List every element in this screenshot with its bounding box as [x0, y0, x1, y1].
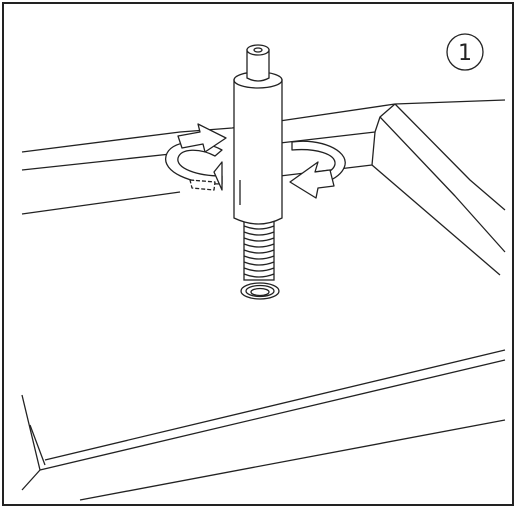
- right-rail-edge: [379, 116, 506, 253]
- left-rail-inner: [29, 424, 46, 466]
- front-rail-inner: [44, 349, 506, 461]
- screw-hole: [240, 282, 280, 300]
- right-rail-top: [394, 103, 506, 211]
- back-rail-front-edge-right: [279, 103, 396, 144]
- right-rail-inner: [371, 164, 501, 276]
- circled-number-icon: [446, 33, 484, 71]
- clockwise-rotation-icon: [165, 123, 227, 191]
- clockwise-rotation-icon: [289, 140, 346, 199]
- step-number: 1: [458, 41, 472, 66]
- back-rail-top: [21, 99, 506, 153]
- tray-frame: [21, 99, 506, 501]
- leg-cylinder: [233, 79, 283, 225]
- front-rail-bottom: [79, 419, 506, 501]
- step-number-badge: 1: [446, 33, 484, 71]
- leg-top-pin: [246, 49, 270, 82]
- threaded-shank: [243, 219, 275, 281]
- left-rail-edge: [21, 394, 41, 491]
- front-rail-top: [39, 359, 506, 471]
- back-rail-front-edge: [21, 152, 181, 171]
- back-rail-bottom: [21, 191, 181, 215]
- leg-bolt: [233, 44, 283, 281]
